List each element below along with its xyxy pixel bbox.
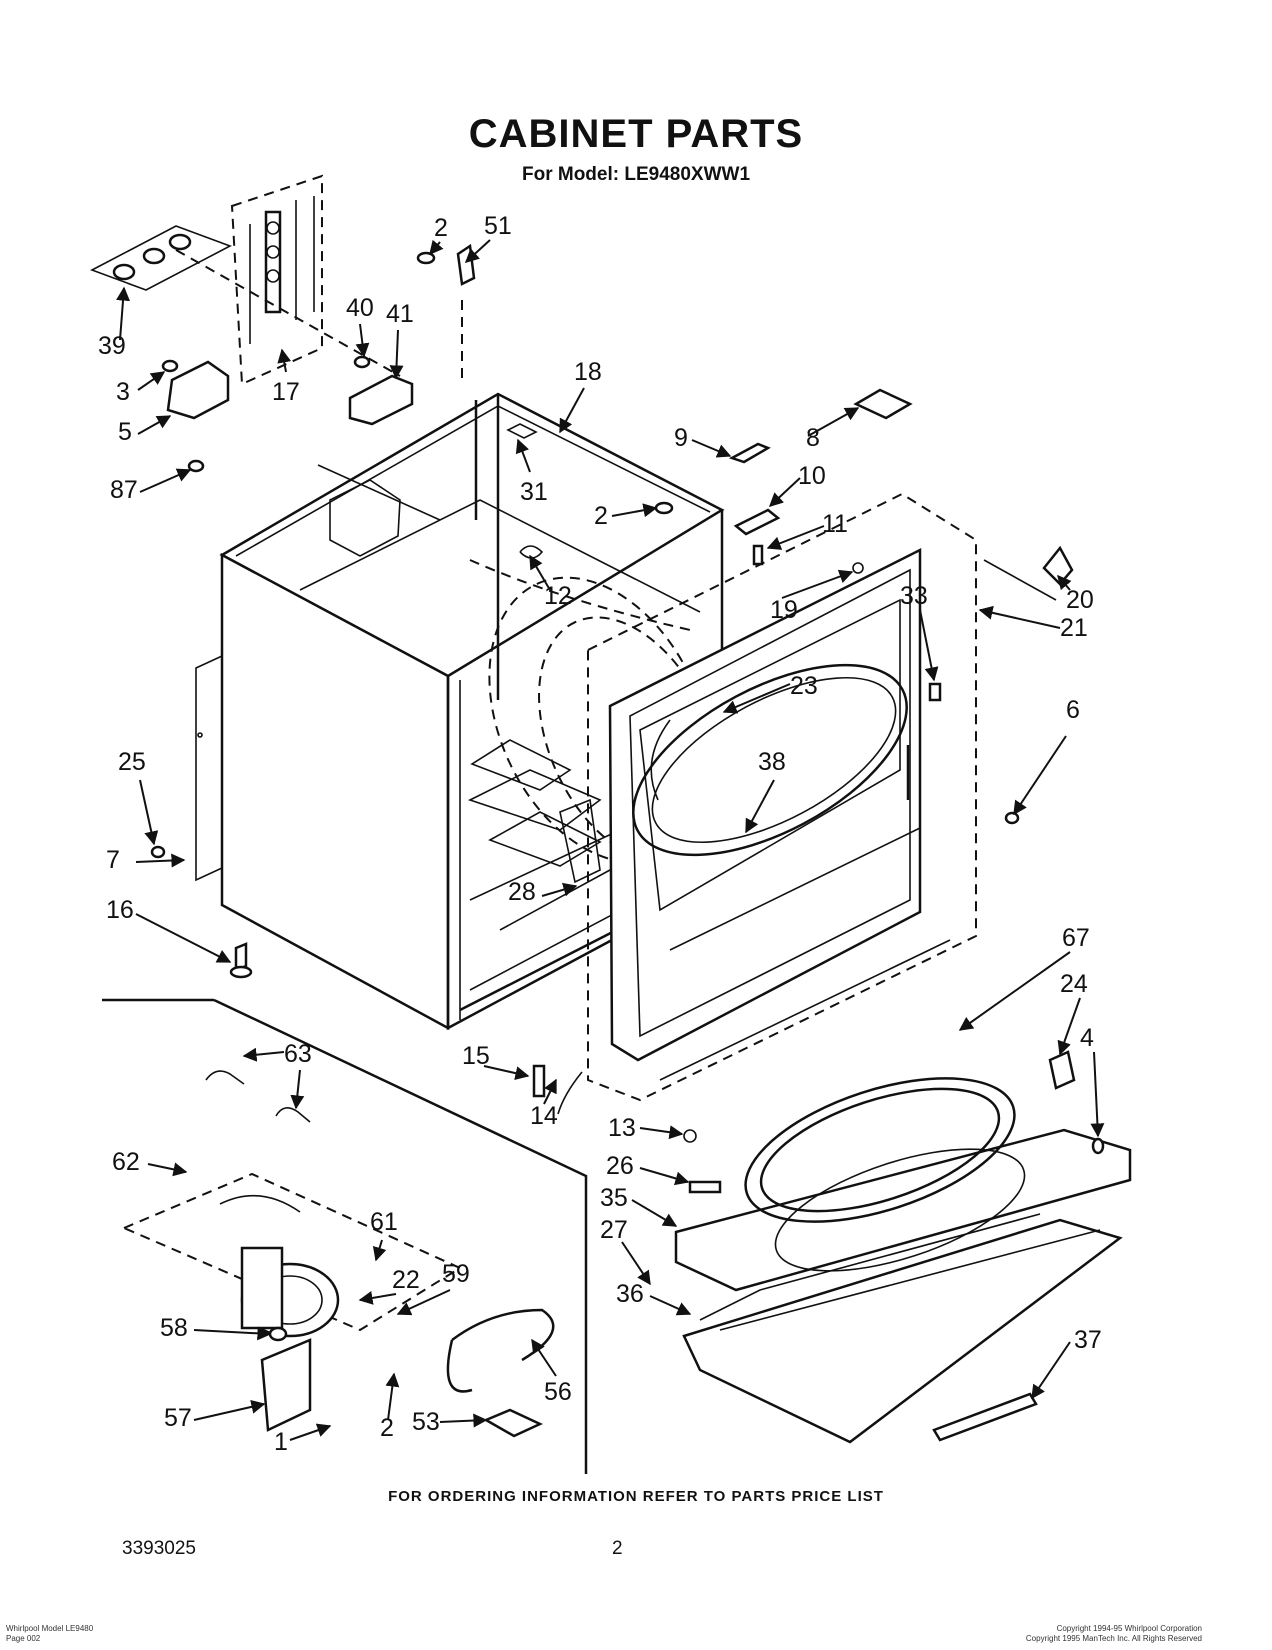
callout-labels: 2 51 39 3 5 87 17 40 41 18 9 8 10 31 2 1… — [98, 212, 1102, 1456]
callout-label: 8 — [806, 424, 820, 452]
page-number: 2 — [612, 1538, 623, 1559]
callout-label: 51 — [484, 212, 512, 240]
callout-label: 21 — [1060, 614, 1088, 642]
meta-left-line: Page 002 — [6, 1634, 41, 1643]
callout-label: 63 — [284, 1040, 312, 1068]
callout-label: 25 — [118, 748, 146, 776]
callout-label: 14 — [530, 1102, 558, 1130]
callout-label: 2 — [380, 1414, 394, 1442]
callout-label: 24 — [1060, 970, 1088, 998]
callout-label: 11 — [822, 510, 848, 538]
callout-label: 57 — [164, 1404, 192, 1432]
callout-label: 36 — [616, 1280, 644, 1308]
callout-label: 58 — [160, 1314, 188, 1342]
callout-label: 38 — [758, 748, 786, 776]
ordering-note: FOR ORDERING INFORMATION REFER TO PARTS … — [388, 1488, 884, 1505]
callout-label: 3 — [116, 378, 130, 406]
callout-label: 53 — [412, 1408, 440, 1436]
callout-label: 40 — [346, 294, 374, 322]
callout-label: 41 — [386, 300, 414, 328]
callout-label: 2 — [434, 214, 448, 242]
callout-label: 2 — [594, 502, 608, 530]
meta-right-line: Copyright 1995 ManTech Inc. All Rights R… — [1025, 1634, 1202, 1643]
callout-label: 87 — [110, 476, 138, 504]
callout-label: 7 — [106, 846, 120, 874]
callout-label: 61 — [370, 1208, 398, 1236]
callout-label: 27 — [600, 1216, 628, 1244]
callout-label: 59 — [442, 1260, 470, 1288]
door-assembly — [532, 1050, 1132, 1444]
leader-arrows — [116, 239, 1105, 1441]
control-parts-upper-left — [90, 174, 1074, 859]
callout-label: 56 — [544, 1378, 572, 1406]
callout-label: 20 — [1066, 586, 1094, 614]
callout-label: 35 — [600, 1184, 628, 1212]
callout-label: 5 — [118, 418, 132, 446]
callout-label: 22 — [392, 1266, 420, 1294]
callout-label: 9 — [674, 424, 688, 452]
callout-label: 62 — [112, 1148, 140, 1176]
callout-label: 13 — [608, 1114, 636, 1142]
meta-left: Whirlpool Model LE9480 Page 002 — [6, 1624, 93, 1644]
front-panel-assembly — [587, 492, 977, 1102]
meta-left-line: Whirlpool Model LE9480 — [6, 1624, 94, 1633]
callout-label: 26 — [606, 1152, 634, 1180]
callout-label: 28 — [508, 878, 536, 906]
callout-label: 31 — [520, 478, 548, 506]
document-number: 3393025 — [122, 1538, 196, 1559]
callout-label: 17 — [272, 378, 300, 406]
callout-label: 19 — [770, 596, 798, 624]
callout-label: 67 — [1062, 924, 1090, 952]
callout-label: 6 — [1066, 696, 1080, 724]
page-title: CABINET PARTS — [468, 112, 804, 156]
callout-label: 37 — [1074, 1326, 1102, 1354]
callout-label: 4 — [1080, 1024, 1094, 1052]
callout-label: 33 — [900, 582, 928, 610]
meta-right: Copyright 1994-95 Whirlpool Corporation … — [1026, 1624, 1202, 1644]
callout-label: 39 — [98, 332, 126, 360]
callout-label: 18 — [574, 358, 602, 386]
meta-right-line: Copyright 1994-95 Whirlpool Corporation — [1056, 1624, 1202, 1633]
motor-assembly — [102, 998, 588, 1474]
callout-label: 23 — [790, 672, 818, 700]
callout-label: 10 — [798, 462, 826, 490]
model-subtitle: For Model: LE9480XWW1 — [521, 164, 751, 185]
callout-label: 1 — [274, 1428, 288, 1456]
callout-label: 16 — [106, 896, 134, 924]
cabinet-assembly — [195, 392, 725, 1031]
